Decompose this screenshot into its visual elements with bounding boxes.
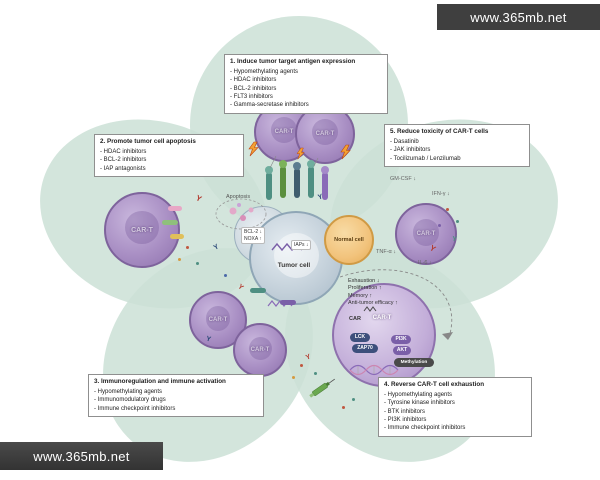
strategy-item: Gamma-secretase inhibitors	[230, 101, 382, 109]
label-noxa: NOXA ↑	[244, 235, 262, 242]
strategy-item: Immunomodulatory drugs	[94, 396, 258, 404]
antibody-icon: Y	[317, 193, 324, 202]
strategy-item: Immune checkpoint inhibitors	[94, 405, 258, 413]
cart-label: CAR-T	[131, 226, 153, 234]
molecule-dot	[342, 406, 345, 409]
label-gmcsf: GM-CSF ↓	[390, 176, 416, 182]
strategy-item: Hypomethylating agents	[230, 68, 382, 76]
exhaustion-effects-list: Exhaustion ↓ Proliferation ↑ Memory ↑ An…	[348, 278, 398, 308]
strategy-item: HDAC inhibitors	[100, 148, 238, 156]
receptor-pill	[168, 206, 182, 211]
strategy-item: IAP antagonists	[100, 165, 238, 173]
strategy-item: BTK inhibitors	[384, 408, 526, 416]
strategy-box-3-title: 3. Immunoregulation and immune activatio…	[94, 378, 226, 385]
molecule-lck: LCK	[350, 333, 370, 342]
molecule-dot	[224, 274, 227, 277]
cart-label: CAR-T	[315, 131, 335, 137]
strategy-item: FLT3 inhibitors	[230, 93, 382, 101]
molecule-dot	[456, 220, 459, 223]
molecule-dot	[300, 364, 303, 367]
strategy-item: PI3K inhibitors	[384, 416, 526, 424]
cart-cell-left: CAR-T	[104, 192, 180, 268]
molecule-pi3k: PI3K	[391, 335, 411, 344]
cart-label: CAR-T	[274, 129, 294, 135]
molecule-dot	[178, 258, 181, 261]
molecule-dot	[292, 376, 295, 379]
cart-cell-right: CAR-T	[395, 203, 457, 265]
label-apoptosis: Apoptosis	[226, 194, 251, 200]
label-iaps: IAPs ↓	[291, 240, 312, 250]
normal-cell: Normal cell	[324, 215, 374, 265]
label-proliferation: Proliferation ↑	[348, 285, 382, 292]
label-exhaustion: Exhaustion ↓	[348, 278, 380, 284]
label-bcl2: BCL-2 ↓	[244, 229, 263, 235]
label-bcl2-noxa: BCL-2 ↓ NOXA ↑	[241, 227, 266, 244]
molecule-zap70: ZAP70	[352, 344, 378, 353]
strategy-item: Hypomethylating agents	[384, 391, 526, 399]
label-tnfa: TNF-α ↓	[376, 249, 396, 255]
strategy-item: HDAC inhibitors	[230, 76, 382, 84]
strategy-item: JAK inhibitors	[390, 146, 524, 154]
label-memory: Memory ↑	[348, 292, 373, 299]
strategy-box-2-title: 2. Promote tumor cell apoptosis	[100, 138, 196, 145]
strategy-item: BCL-2 inhibitors	[230, 85, 382, 93]
antibody-icon: Y	[451, 235, 458, 244]
molecule-dot	[186, 246, 189, 249]
cart-cell-bottom-left-2: CAR-T	[233, 323, 287, 377]
label-ifng: IFN-γ ↓	[432, 191, 450, 197]
receptor-pill	[162, 220, 178, 225]
strategy-box-5: 5. Reduce toxicity of CAR-T cells Dasati…	[384, 124, 530, 167]
strategy-box-3: 3. Immunoregulation and immune activatio…	[88, 374, 264, 417]
strategy-item: Dasatinib	[390, 138, 524, 146]
strategy-item: BCL-2 inhibitors	[100, 156, 238, 164]
molecule-dot	[438, 224, 441, 227]
receptor-pill	[170, 234, 184, 239]
cart-label: CAR-T	[250, 347, 270, 353]
watermark-top-right: www.365mb.net	[437, 4, 600, 30]
watermark-bottom-left: www.365mb.net	[0, 442, 163, 470]
molecule-akt: AKT	[393, 346, 411, 355]
strategy-item: Tocilizumab / Lenzilumab	[390, 155, 524, 163]
strategy-item: Tyrosine kinase inhibitors	[384, 399, 526, 407]
label-car: CAR	[349, 316, 361, 322]
strategy-box-1: 1. Induce tumor target antigen expressio…	[224, 54, 388, 114]
strategy-box-4: 4. Reverse CAR-T cell exhaustion Hypomet…	[378, 377, 532, 437]
cart-label: CAR-T	[416, 231, 436, 237]
strategy-box-1-title: 1. Induce tumor target antigen expressio…	[230, 58, 356, 65]
strategy-box-2: 2. Promote tumor cell apoptosis HDAC inh…	[94, 134, 244, 177]
strategy-item: Hypomethylating agents	[94, 388, 258, 396]
molecule-dot	[314, 372, 317, 375]
receptor-pill	[280, 300, 296, 305]
receptor-pill	[250, 288, 266, 293]
molecule-dot	[446, 208, 449, 211]
cart-label: CAR-T	[208, 317, 228, 323]
normal-cell-label: Normal cell	[334, 236, 364, 243]
strategy-box-5-title: 5. Reduce toxicity of CAR-T cells	[390, 128, 489, 135]
molecule-methylation: Methylation	[394, 358, 434, 367]
strategy-item: Immune checkpoint inhibitors	[384, 424, 526, 432]
label-efficacy: Anti-tumor efficacy ↑	[348, 300, 398, 307]
cart-label: CAR-T	[372, 315, 392, 321]
molecule-dot	[196, 262, 199, 265]
strategy-box-4-title: 4. Reverse CAR-T cell exhaustion	[384, 381, 485, 388]
tumor-cell-label: Tumor cell	[277, 262, 311, 269]
molecule-dot	[352, 398, 355, 401]
label-il6: IL-6 ↓	[418, 260, 432, 266]
